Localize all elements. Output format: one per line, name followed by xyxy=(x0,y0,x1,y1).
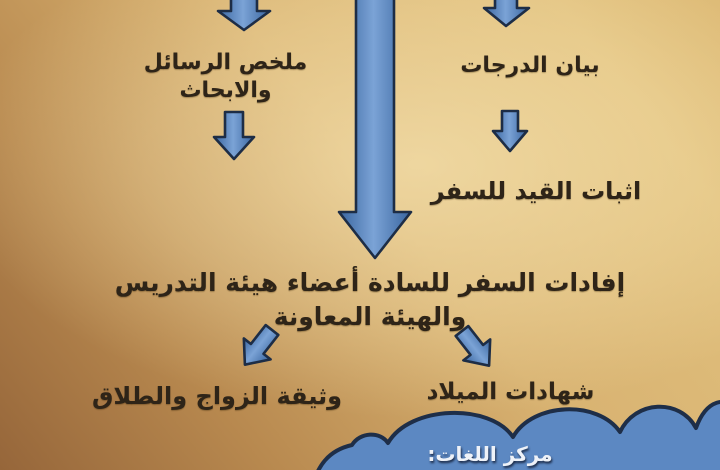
down-arrow-icon xyxy=(491,109,529,153)
node-birth-certificates: شهادات الميلاد xyxy=(426,379,595,405)
node-marriage-divorce-doc: وثيقة الزواج والطلاق xyxy=(91,382,343,410)
node-theses-summary-line1: ملخص الرسائل xyxy=(143,50,308,75)
diagonal-down-right-arrow-icon xyxy=(454,324,492,367)
node-grades-statement: بيان الدرجات xyxy=(460,53,600,78)
cloud-icon xyxy=(316,400,720,470)
node-travel-statements: إفادات السفر للسادة أعضاء هيئة التدريس و… xyxy=(100,266,640,334)
node-language-center: مركز اللغات: xyxy=(427,442,553,466)
down-arrow-icon xyxy=(212,110,256,161)
node-theses-summary-line2: والابحاث xyxy=(179,77,272,103)
down-arrow-icon xyxy=(337,0,413,260)
down-arrow-icon xyxy=(216,0,272,32)
down-arrow-icon xyxy=(482,0,531,28)
node-enrollment-proof: اثبات القيد للسفر xyxy=(430,177,642,205)
node-theses-summary: ملخص الرسائل والابحاث xyxy=(118,49,333,104)
node-travel-statements-line1: إفادات السفر للسادة أعضاء هيئة التدريس xyxy=(114,268,626,297)
node-travel-statements-line2: والهيئة المعاونة xyxy=(273,301,467,331)
diagonal-down-left-arrow-icon xyxy=(242,323,280,366)
